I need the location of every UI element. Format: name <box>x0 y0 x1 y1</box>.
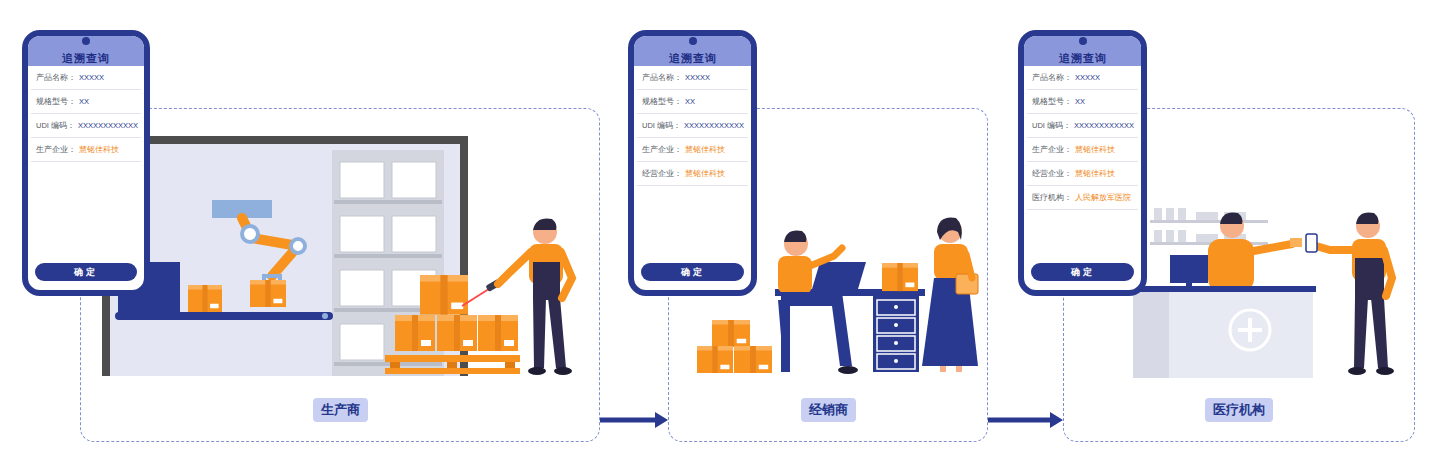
button-text: 确定 <box>1071 266 1095 279</box>
phone-title: 追溯查询 <box>62 52 110 65</box>
field-value: XXXXX <box>685 73 710 82</box>
field-row: 规格型号：XX <box>1027 90 1138 114</box>
field-label: UDI 编码： <box>642 121 681 131</box>
phone-card: 追溯查询产品名称：XXXXX规格型号：XXUDI 编码：XXXXXXXXXXXX… <box>22 30 150 296</box>
camera-dot <box>1079 37 1087 45</box>
field-value: XXXXX <box>79 73 104 82</box>
field-label: 生产企业： <box>642 145 682 155</box>
field-value: 慧铭佳科技 <box>1075 145 1115 155</box>
field-value: XXXXXXXXXXXX <box>78 121 138 130</box>
phone-space <box>634 186 751 263</box>
field-value: XXXXX <box>1075 73 1100 82</box>
phone-card: 追溯查询产品名称：XXXXX规格型号：XXUDI 编码：XXXXXXXXXXXX… <box>628 30 757 296</box>
field-value: 慧铭佳科技 <box>1075 169 1115 179</box>
confirm-button: 确定 <box>35 263 137 281</box>
field-label: 经营企业： <box>642 169 682 179</box>
field-value: 人民解放军医院 <box>1075 193 1131 203</box>
camera-dot <box>689 37 697 45</box>
field-label: 产品名称： <box>36 73 76 83</box>
button-text: 确定 <box>681 266 705 279</box>
arrow-shaft <box>600 418 656 423</box>
flow-arrow <box>600 412 668 428</box>
field-row: 生产企业：慧铭佳科技 <box>31 138 141 162</box>
field-label: 产品名称： <box>1032 73 1072 83</box>
field-value: 慧铭佳科技 <box>79 145 119 155</box>
field-label: UDI 编码： <box>1032 121 1071 131</box>
field-row: UDI 编码：XXXXXXXXXXXX <box>1027 114 1138 138</box>
field-label: UDI 编码： <box>36 121 75 131</box>
field-label: 医疗机构： <box>1032 193 1072 203</box>
field-row: 医疗机构：人民解放军医院 <box>1027 186 1138 210</box>
phone-title: 追溯查询 <box>669 52 717 65</box>
camera-dot <box>82 37 90 45</box>
confirm-button: 确定 <box>641 263 744 281</box>
field-label: 规格型号： <box>1032 97 1072 107</box>
phone-space <box>1024 210 1141 263</box>
field-row: 生产企业：慧铭佳科技 <box>637 138 748 162</box>
field-row: 经营企业：慧铭佳科技 <box>1027 162 1138 186</box>
stage-label: 医疗机构 <box>1205 398 1273 422</box>
field-label: 经营企业： <box>1032 169 1072 179</box>
field-label: 生产企业： <box>36 145 76 155</box>
field-value: XXXXXXXXXXXX <box>1074 121 1134 130</box>
arrow-head <box>655 412 668 428</box>
stage-region: 生产商 <box>80 108 600 442</box>
field-label: 规格型号： <box>36 97 76 107</box>
stage-label: 生产商 <box>313 398 368 422</box>
field-row: UDI 编码：XXXXXXXXXXXX <box>637 114 748 138</box>
flow-arrow <box>988 412 1063 428</box>
field-value: 慧铭佳科技 <box>685 145 725 155</box>
arrow-head <box>1050 412 1063 428</box>
field-row: 规格型号：XX <box>31 90 141 114</box>
confirm-button: 确定 <box>1031 263 1134 281</box>
phone-card: 追溯查询产品名称：XXXXX规格型号：XXUDI 编码：XXXXXXXXXXXX… <box>1018 30 1147 296</box>
phone-title: 追溯查询 <box>1059 52 1107 65</box>
field-label: 生产企业： <box>1032 145 1072 155</box>
field-row: 生产企业：慧铭佳科技 <box>1027 138 1138 162</box>
field-label: 产品名称： <box>642 73 682 83</box>
field-value: XXXXXXXXXXXX <box>684 121 744 130</box>
field-row: 产品名称：XXXXX <box>1027 66 1138 90</box>
field-row: 规格型号：XX <box>637 90 748 114</box>
field-row: UDI 编码：XXXXXXXXXXXX <box>31 114 141 138</box>
field-value: 慧铭佳科技 <box>685 169 725 179</box>
factory-scene <box>106 140 572 376</box>
field-row: 经营企业：慧铭佳科技 <box>637 162 748 186</box>
phone-space <box>28 162 144 263</box>
field-label: 规格型号： <box>642 97 682 107</box>
button-text: 确定 <box>74 266 98 279</box>
field-row: 产品名称：XXXXX <box>31 66 141 90</box>
field-value: XX <box>79 97 89 106</box>
field-row: 产品名称：XXXXX <box>637 66 748 90</box>
field-value: XX <box>685 97 695 106</box>
arrow-shaft <box>988 418 1051 423</box>
stage-label: 经销商 <box>801 398 856 422</box>
field-value: XX <box>1075 97 1085 106</box>
hospital-scene <box>1130 208 1394 378</box>
